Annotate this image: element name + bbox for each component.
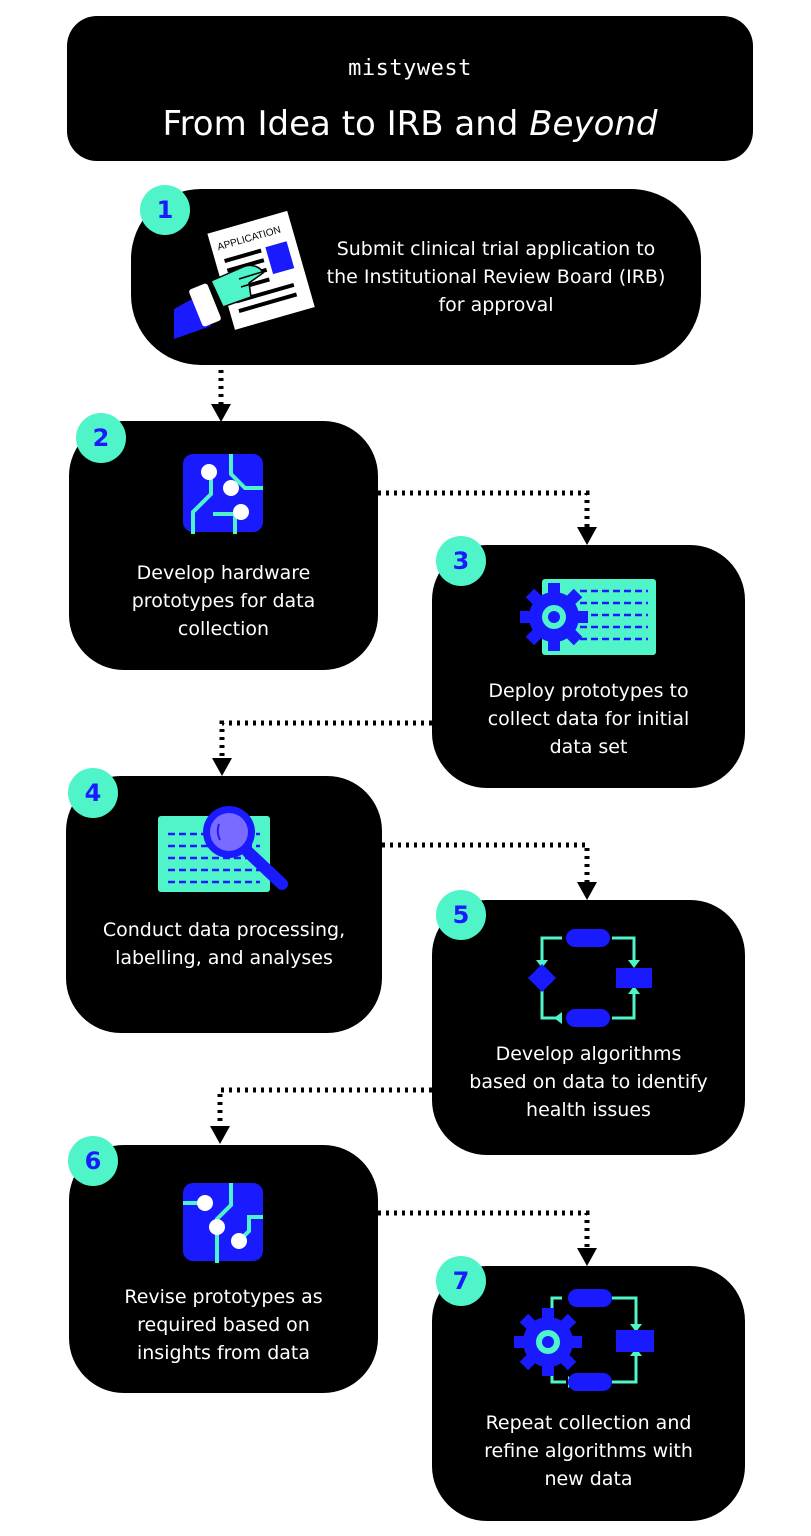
- connector-3-4: [219, 720, 432, 758]
- step-5-card: Develop algorithms based on data to iden…: [432, 900, 745, 1155]
- connector-2-3: [378, 490, 590, 527]
- step-7-badge: 7: [436, 1256, 486, 1306]
- step-2-card: Develop hardware prototypes for data col…: [69, 421, 378, 670]
- arrow-4-5: [577, 882, 597, 900]
- step-5-text: Develop algorithms based on data to iden…: [469, 1043, 708, 1121]
- application-form-icon: APPLICATION: [174, 208, 318, 339]
- arrow-2-3: [577, 527, 597, 545]
- arrow-1-2: [211, 404, 231, 422]
- title-emphasis: Beyond: [529, 104, 658, 144]
- step-3-text: Deploy prototypes to collect data for in…: [487, 680, 690, 758]
- gear-document-icon: [520, 579, 656, 655]
- step-6-badge: 6: [68, 1136, 118, 1186]
- step-3-card: Deploy prototypes to collect data for in…: [432, 545, 745, 788]
- step-4-card: Conduct data processing, labelling, and …: [66, 776, 382, 1033]
- step-7-card: Repeat collection and refine algorithms …: [432, 1266, 745, 1521]
- step-6-card: Revise prototypes as required based on i…: [69, 1145, 378, 1393]
- title-main: From Idea to IRB and: [162, 104, 530, 144]
- circuit-board-icon: [183, 1183, 263, 1263]
- arrow-3-4: [212, 758, 232, 776]
- step-2-badge: 2: [76, 413, 126, 463]
- arrow-6-7: [577, 1248, 597, 1266]
- step-2-text: Develop hardware prototypes for data col…: [131, 562, 316, 640]
- step-4-text: Conduct data processing, labelling, and …: [102, 919, 346, 969]
- step-1-card: APPLICATION Submit clinical trial applic…: [131, 189, 701, 365]
- header-banner: mistywest From Idea to IRB and Beyond: [67, 16, 753, 161]
- magnifier-document-icon: [158, 806, 288, 892]
- step-3-badge: 3: [436, 536, 486, 586]
- step-5-badge: 5: [436, 890, 486, 940]
- brand-name: mistywest: [348, 56, 472, 81]
- step-6-text: Revise prototypes as required based on i…: [124, 1286, 323, 1364]
- step-4-badge: 4: [68, 768, 118, 818]
- page-title: From Idea to IRB and Beyond: [67, 104, 753, 144]
- arrow-5-6: [210, 1126, 230, 1144]
- step-1-badge: 1: [140, 185, 190, 235]
- step-1-text: Submit clinical trial application to the…: [326, 238, 666, 316]
- gear-flowchart-icon: [514, 1289, 654, 1391]
- connector-5-6: [217, 1087, 432, 1126]
- circuit-board-icon: [183, 454, 263, 534]
- connector-4-5: [382, 842, 590, 882]
- step-7-text: Repeat collection and refine algorithms …: [484, 1412, 693, 1490]
- flowchart-loop-icon: [528, 929, 652, 1027]
- connector-6-7: [378, 1210, 590, 1248]
